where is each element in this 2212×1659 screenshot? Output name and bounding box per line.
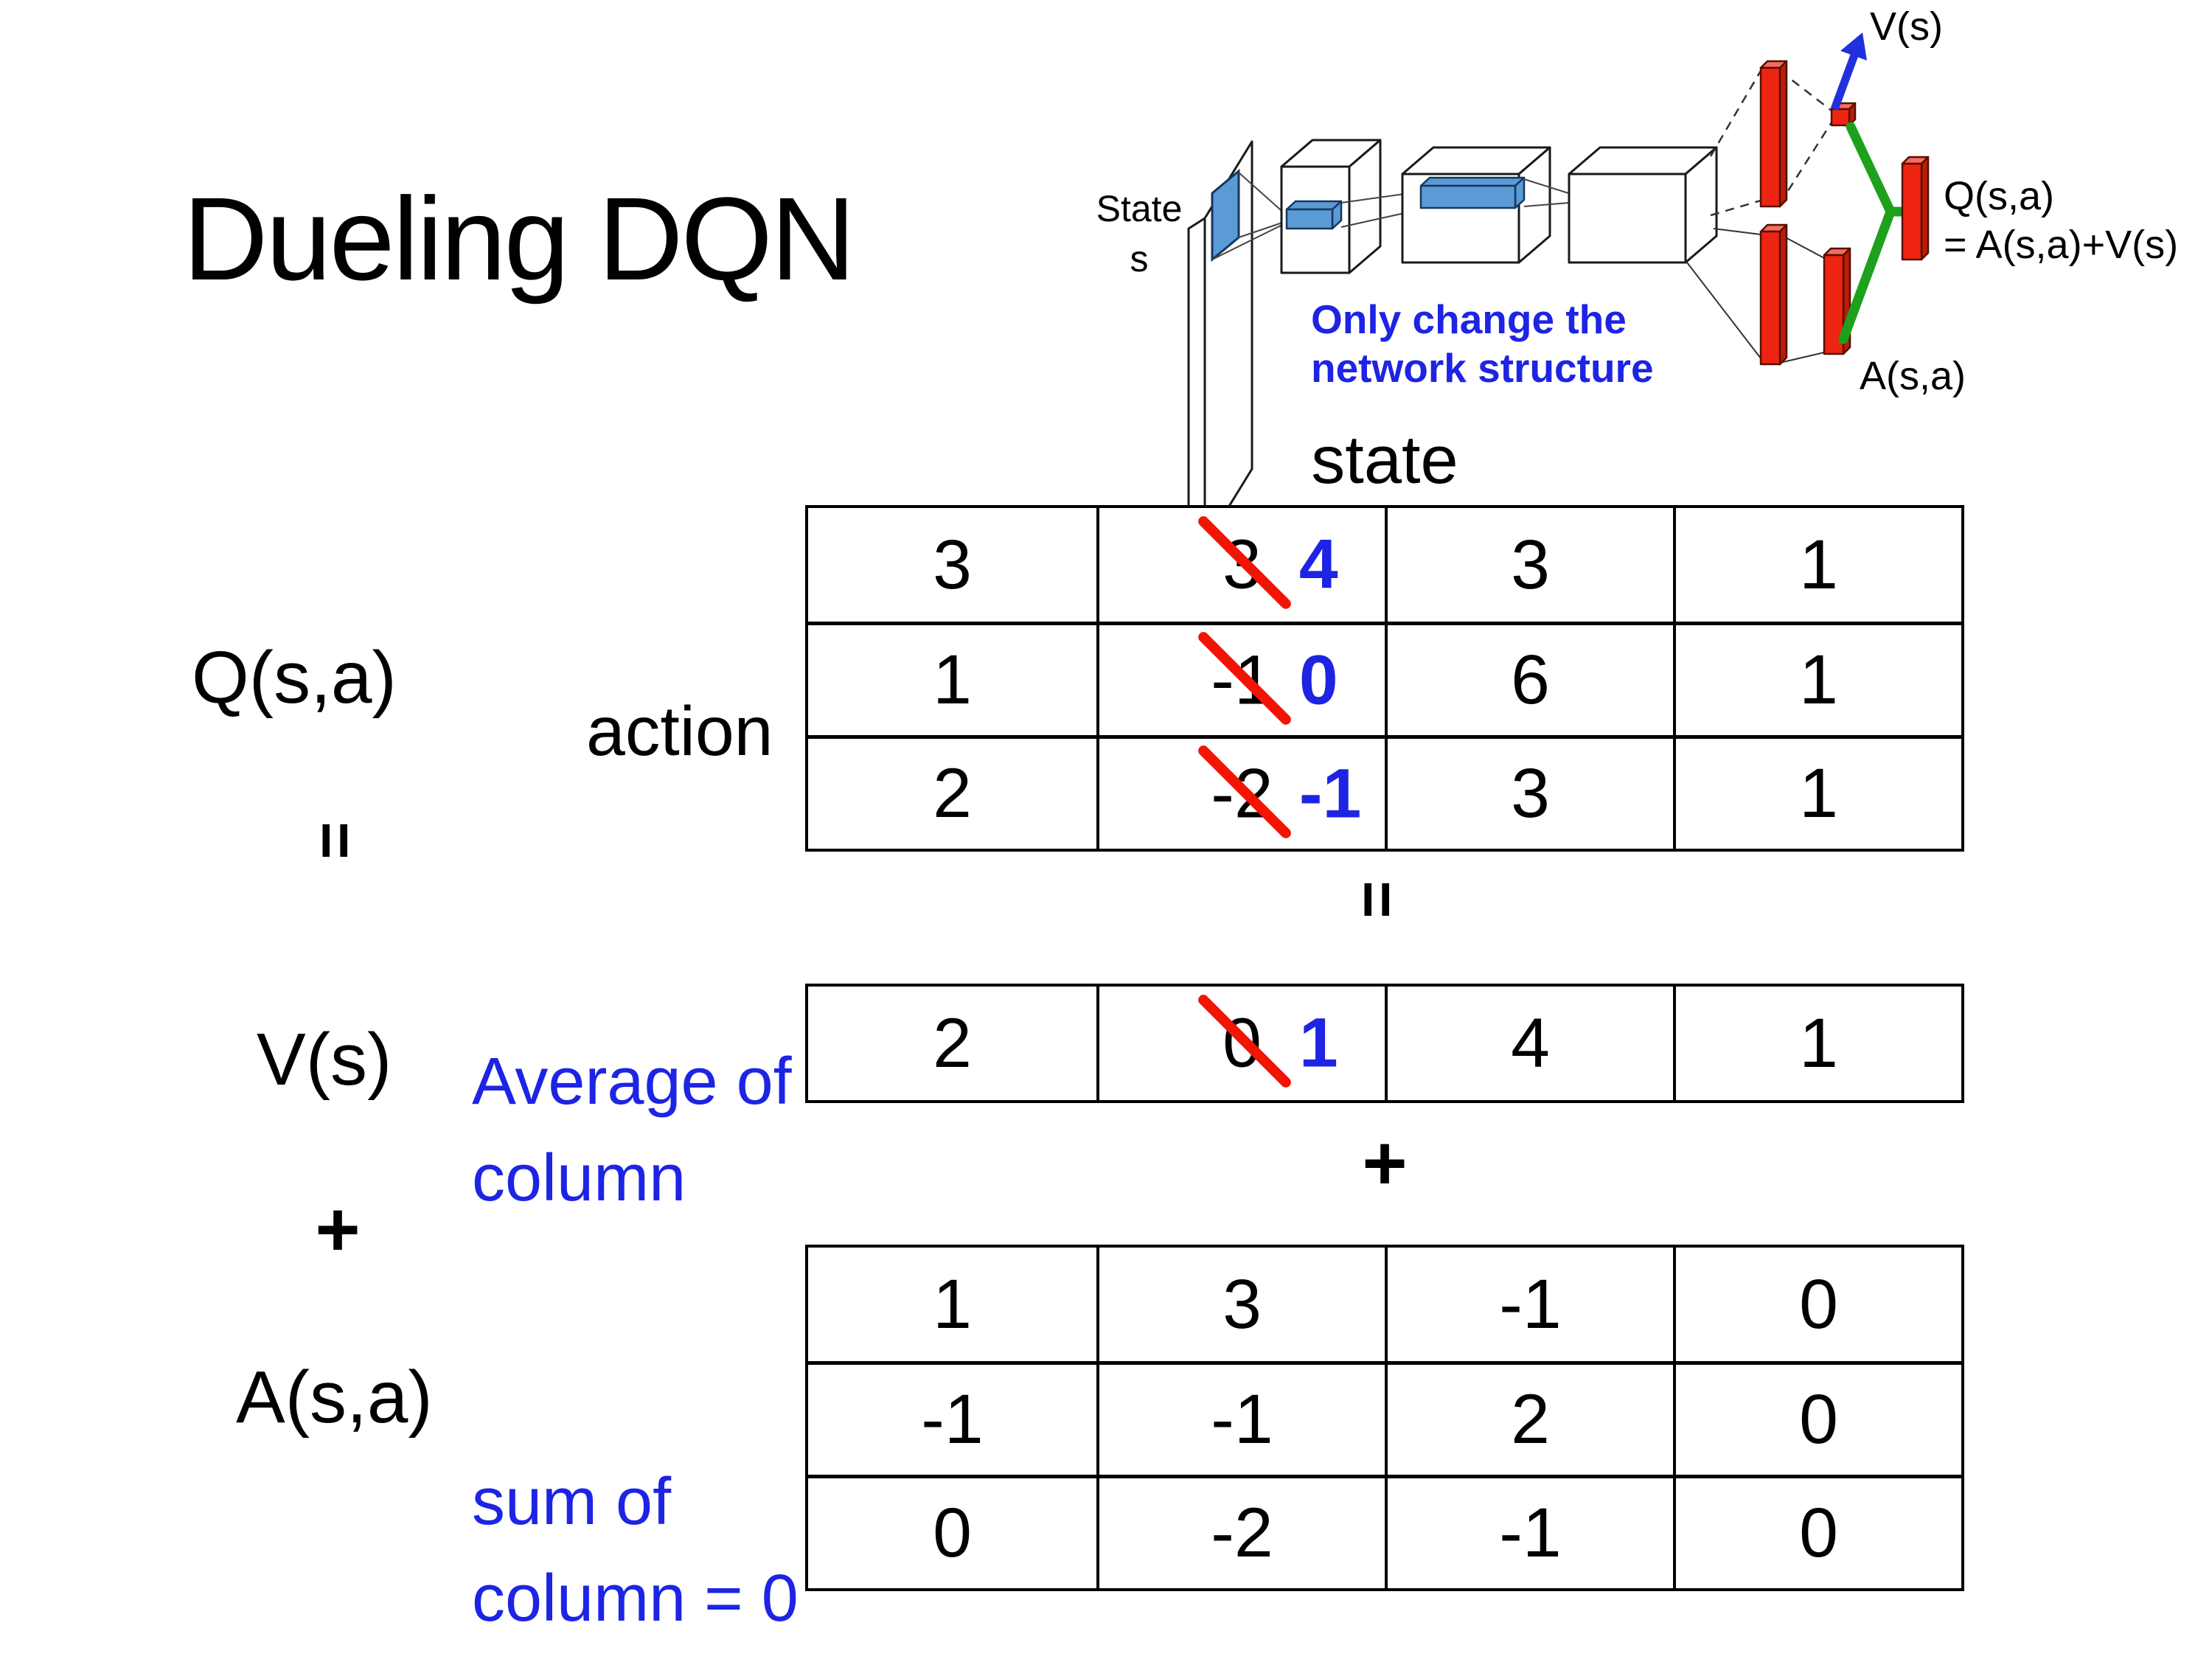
a-cell: -1 [1096,1361,1385,1475]
a-cell: -1 [1385,1475,1673,1588]
a-cell: 1 [933,1265,972,1343]
equals-sign-center: = [1341,880,1414,919]
average-of-column-note: Average of column [472,1034,792,1226]
feature-box-2 [1285,200,1343,230]
v-arrowhead-icon [1840,32,1867,60]
a-cell: -1 [1385,1248,1673,1361]
a-cell: -2 [1096,1475,1385,1588]
a-cell: 0 [1673,1361,1961,1475]
plus-sign-center: + [1362,1120,1408,1207]
new-value: 4 [1298,525,1338,604]
v-cell: 2 [933,1004,972,1082]
average-note-line1: Average of [472,1045,792,1119]
a-table: 1 3 -1 0 -1 -1 2 0 0 -2 -1 0 [805,1245,1964,1591]
q-cell: 1 [808,622,1096,735]
a-cell: 3 [1096,1248,1385,1361]
q-cell: 1 [1673,508,1961,622]
q-cell: 1 [1673,735,1961,849]
average-note-line2: column [472,1141,686,1215]
sum-of-column-note: sum of column = 0 [472,1454,799,1646]
plus-sign-left: + [315,1186,361,1273]
action-header: action [586,692,773,771]
q-cell: 3 [1385,735,1673,849]
v-matrix-label: V(s) [257,1018,392,1101]
a-cell: 0 [808,1475,1096,1588]
state-header: state [1311,422,1458,498]
a-cell: 2 [1385,1361,1673,1475]
diagram-note-line2: network structure [1311,345,1654,391]
q-bar [1901,156,1930,261]
v-arrow [1830,52,1860,111]
new-value: 0 [1298,641,1338,719]
diagram-state-label-line1: State [1096,188,1183,229]
v-cell: 1 [1673,987,1961,1100]
q-cell: 1 [1673,622,1961,735]
diagram-v-output-label: V(s) [1870,4,1943,49]
conv-box-4 [1568,146,1718,264]
q-matrix-label: Q(s,a) [192,636,397,719]
fc-bar-bottom [1759,223,1788,366]
a-cell: 0 [1673,1248,1961,1361]
network-diagram: State s Only change the network structur… [1096,4,2178,516]
diagram-state-label-line2: s [1130,238,1149,279]
v-cell: 4 [1385,987,1673,1100]
diagram-a-output-label: A(s,a) [1860,354,1966,398]
diagram-note-line1: Only change the [1311,296,1627,342]
v-node [1830,102,1857,127]
new-value: 1 [1298,1004,1338,1082]
fc-dashed-lines [1709,70,1833,217]
slide-title: Dueling DQN [183,173,856,305]
q-cell: 2 [808,735,1096,849]
q-cell-corrected: 3 4 [1096,508,1385,622]
feature-box-3 [1419,176,1526,209]
v-table: 2 0 1 4 1 [805,984,1964,1103]
a-cell: -1 [808,1361,1096,1475]
fc-bar-top [1759,60,1788,208]
fc-solid-lines [1686,228,1825,364]
q-cell-corrected: -2 -1 [1096,735,1385,849]
merge-y-connector [1838,122,1909,344]
conv-lines-1 [1211,172,1287,260]
diagram-q-output-label-line1: Q(s,a) [1944,174,2054,218]
q-cell: 6 [1385,622,1673,735]
a-matrix-label: A(s,a) [236,1356,433,1439]
q-cell: 3 [933,525,972,604]
a-cell: 0 [1673,1475,1961,1588]
equals-sign-left: = [299,821,372,860]
new-value: -1 [1298,754,1362,832]
sum-note-line2: column = 0 [472,1561,799,1635]
q-cell-corrected: -1 0 [1096,622,1385,735]
q-cell: 3 [1385,508,1673,622]
q-table: 3 3 4 3 1 1 -1 0 6 1 2 -2 -1 3 1 [805,505,1964,852]
diagram-q-output-label-line2: = A(s,a)+V(s) [1944,223,2178,267]
sum-note-line1: sum of [472,1465,672,1539]
v-cell-corrected: 0 1 [1096,987,1385,1100]
